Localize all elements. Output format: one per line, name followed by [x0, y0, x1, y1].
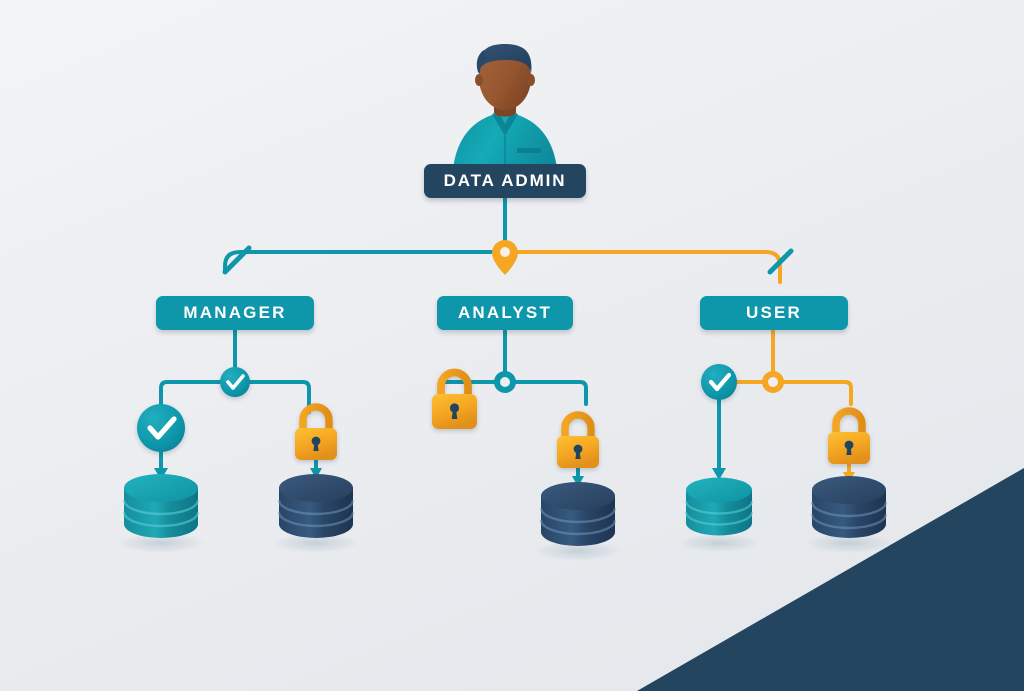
role-label-text: DATA ADMIN [443, 171, 567, 190]
database-icon-manager-granted [117, 474, 205, 553]
avatar-ear-right [527, 74, 535, 86]
database-icon-manager-locked [272, 474, 360, 553]
pin-dot [500, 247, 510, 257]
avatar-ear-left [475, 74, 483, 86]
check-circle-filled-icon-user-grant [701, 364, 737, 400]
check-corner-icon-manager [222, 245, 252, 275]
role-label-text: ANALYST [457, 303, 553, 322]
check-corner-icon-user [767, 248, 794, 275]
connector-bus-right [503, 250, 782, 284]
role-label-text: MANAGER [183, 303, 287, 322]
avatar-hair [478, 44, 532, 74]
connector-bus-left [223, 250, 507, 274]
connector-analyst-split [453, 380, 588, 406]
role-label-data-admin[interactable]: DATA ADMIN [424, 164, 586, 198]
check-circle-filled-icon-manager-node [220, 367, 250, 397]
avatar-collar [492, 111, 518, 136]
padlock-icon-manager-deny [295, 403, 337, 460]
decorative-corner-wedge [637, 468, 1024, 691]
arrowhead-analyst-right [572, 476, 584, 487]
role-label-analyst[interactable]: ANALYST [437, 296, 573, 330]
role-label-manager[interactable]: MANAGER [156, 296, 314, 330]
pin-body [492, 240, 518, 275]
arrowhead-user-left [712, 468, 726, 480]
role-label-user[interactable]: USER [700, 296, 848, 330]
ring-node-icon-analyst [494, 371, 516, 393]
arrowhead-manager-right [310, 468, 322, 479]
database-icon-user-granted [678, 477, 760, 552]
avatar-head [479, 46, 531, 110]
database-icon-user-locked [805, 476, 893, 553]
avatar-pocket [517, 148, 541, 153]
connector-user-split [720, 380, 853, 406]
check-circle-filled-icon-manager-grant [137, 404, 185, 452]
database-icon-analyst-locked [534, 482, 622, 561]
role-label-text: USER [745, 303, 803, 322]
map-pin-icon [492, 240, 518, 275]
padlock-icon-analyst-deny-right [557, 411, 599, 468]
padlock-icon-user-deny [828, 407, 870, 464]
ring-node-icon-user [762, 371, 784, 393]
padlock-icon-analyst-deny-left [432, 368, 477, 429]
avatar-hair-side [476, 50, 487, 74]
